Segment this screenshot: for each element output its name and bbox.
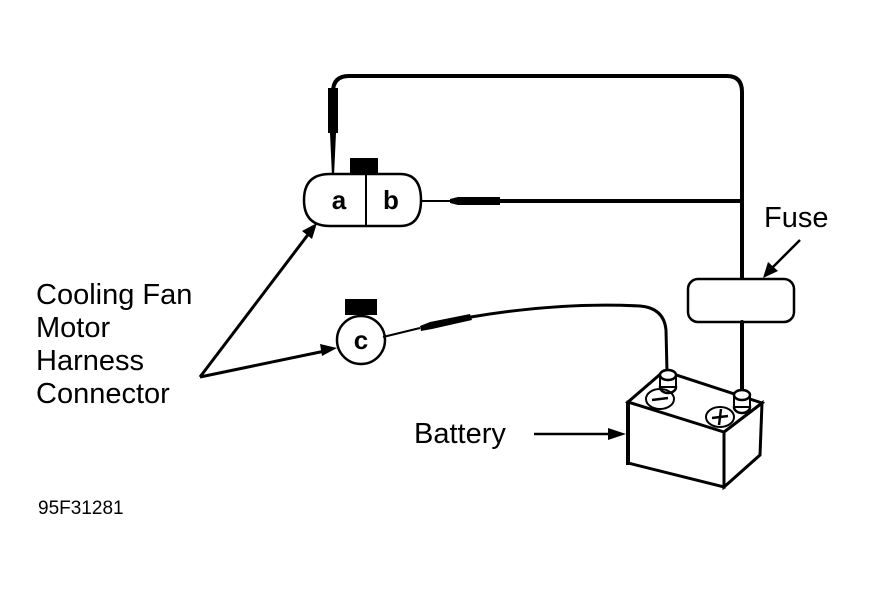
battery-minus-icon (645, 388, 675, 410)
wire-pin-b-to-fuse (420, 197, 744, 205)
probe-a-tip (330, 133, 336, 176)
connector-label: Cooling Fan Motor Harness Connector (36, 279, 192, 410)
pin-b-label: b (383, 185, 399, 215)
pin-a-label: a (332, 185, 347, 215)
battery-arrow (534, 428, 626, 440)
fuse (686, 277, 796, 392)
battery-positive-terminal (732, 388, 752, 415)
wire-pin-a-to-fuse (328, 74, 744, 284)
fuse-arrow (763, 239, 801, 278)
probe-c (420, 314, 472, 331)
battery-plus-icon (705, 406, 735, 428)
connector-c: c (335, 299, 387, 366)
battery-label: Battery (414, 418, 506, 450)
pin-c-label: c (354, 325, 368, 355)
connector-ab-arrow (198, 223, 317, 378)
wire-pin-c-to-battery-negative (382, 303, 669, 374)
probe-a-handle (328, 88, 338, 133)
connector-label-line2: Motor (36, 312, 110, 344)
connector-ab-latch (350, 158, 378, 174)
connector-label-line4: Connector (36, 378, 170, 410)
fuse-label: Fuse (764, 202, 828, 234)
connector-label-line3: Harness (36, 345, 144, 377)
connector-label-line1: Cooling Fan (36, 279, 192, 311)
connector-c-arrow (199, 344, 337, 379)
probe-b (450, 197, 500, 205)
connector-c-latch (345, 299, 377, 315)
figure-code: 95F31281 (38, 498, 124, 519)
battery (624, 368, 766, 491)
battery-negative-terminal (658, 368, 678, 395)
connector-ab: a b (302, 158, 423, 228)
